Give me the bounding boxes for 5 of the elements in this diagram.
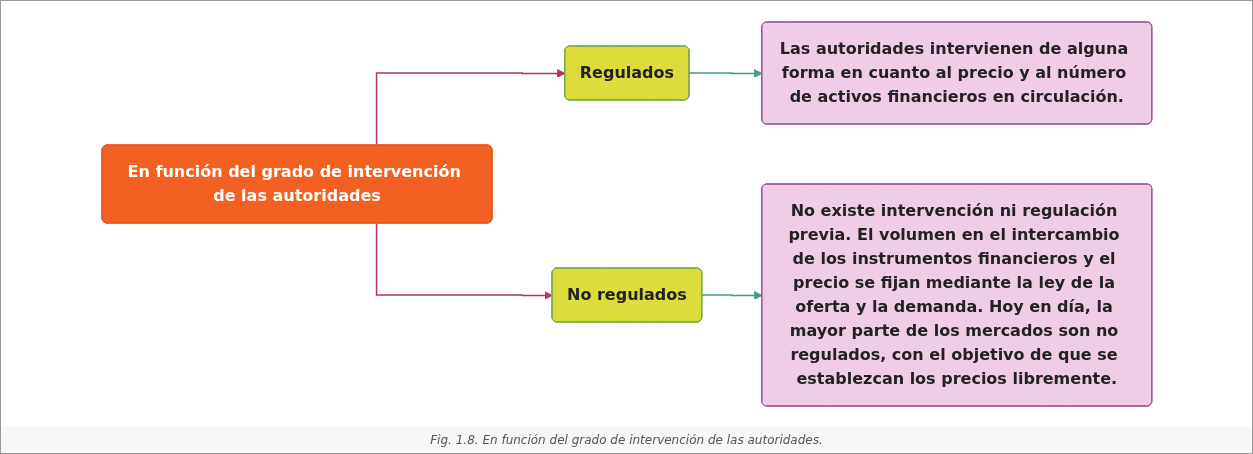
arrow bbox=[375, 222, 553, 300]
figure-caption: Fig. 1.8. En función del grado de intervención de las autoridades. bbox=[1, 427, 1252, 453]
arrow bbox=[701, 291, 763, 300]
arrow bbox=[688, 69, 763, 78]
arrow bbox=[375, 69, 566, 147]
